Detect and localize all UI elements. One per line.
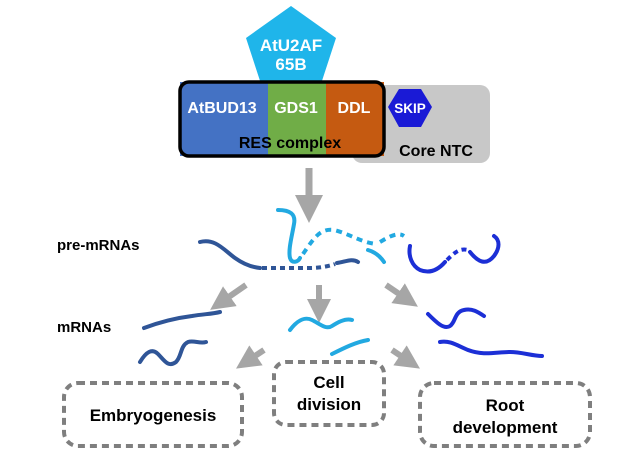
mrna-strands (138, 307, 544, 367)
mrna-dark-blue-lower (138, 339, 208, 367)
pre-mrna-light-blue-solid (276, 208, 302, 264)
cell-division-label-line1: Cell (313, 373, 344, 392)
atbud13-label: AtBUD13 (187, 100, 256, 117)
skip-label: SKIP (394, 101, 426, 116)
atu2af65b-label-line2: 65B (275, 55, 306, 74)
pre-mrna-light-blue-tail (366, 248, 386, 264)
cell-division-label-line2: division (297, 395, 361, 414)
mrna-light-blue-upper (288, 316, 354, 332)
pre-mrna-dark-blue-solid (198, 239, 262, 270)
res-complex-outline (178, 80, 386, 158)
skip-protein: SKIP (388, 89, 432, 127)
embryogenesis-label: Embryogenesis (90, 406, 217, 425)
subunit-atbud13 (180, 82, 268, 156)
outcome-cell-division: Cell division (272, 360, 386, 427)
mrna-royal-blue-lower (438, 339, 544, 358)
mrna-dark-blue-upper (142, 310, 222, 330)
mrna-light-blue-lower (330, 338, 370, 356)
mrna-to-root-arrow (390, 345, 420, 369)
core-ntc-label: Core NTC (399, 143, 473, 160)
pre-mrna-royal-blue-solid (407, 244, 447, 274)
root-development-box (418, 381, 592, 448)
res-complex: AtBUD13 GDS1 DDL RES complex (178, 80, 386, 158)
subunit-ddl (326, 82, 384, 156)
skip-hexagon-shape (388, 89, 432, 127)
embryogenesis-box (62, 381, 244, 448)
atu2af65b-label-line1: AtU2AF (260, 36, 322, 55)
root-development-label-line1: Root (486, 396, 525, 415)
pre-mrna-label: pre-mRNAs (57, 237, 140, 254)
mrna-royal-blue-upper (426, 307, 486, 329)
pre-to-mrna-arrow-left (210, 282, 248, 310)
res-complex-label: RES complex (239, 135, 341, 152)
root-development-label-line2: development (453, 418, 558, 437)
pre-mrna-light-blue-dotted (301, 227, 377, 256)
pre-mrna-royal-blue-dotted (445, 247, 469, 262)
pre-mrna-strands (198, 208, 501, 274)
pre-mrna-dark-blue-dotted (262, 262, 336, 270)
subunit-gds1 (268, 82, 326, 156)
outcome-root-development: Root development (418, 381, 592, 448)
pre-mrna-royal-blue-tail (468, 234, 501, 264)
gds1-label: GDS1 (274, 100, 318, 117)
pre-to-mrna-arrow-right (384, 282, 418, 307)
mrna-to-embryogenesis-arrow (236, 345, 266, 369)
mrna-label: mRNAs (57, 319, 111, 336)
outcome-embryogenesis: Embryogenesis (62, 381, 244, 448)
atu2af65b-protein: AtU2AF 65B (246, 6, 336, 90)
ddl-label: DDL (338, 100, 371, 117)
cell-division-box (272, 360, 386, 427)
pre-mrna-light-blue-end (378, 232, 406, 244)
atu2af65b-pentagon-shape (246, 6, 336, 90)
pre-mrna-dark-blue-tail (335, 258, 360, 265)
